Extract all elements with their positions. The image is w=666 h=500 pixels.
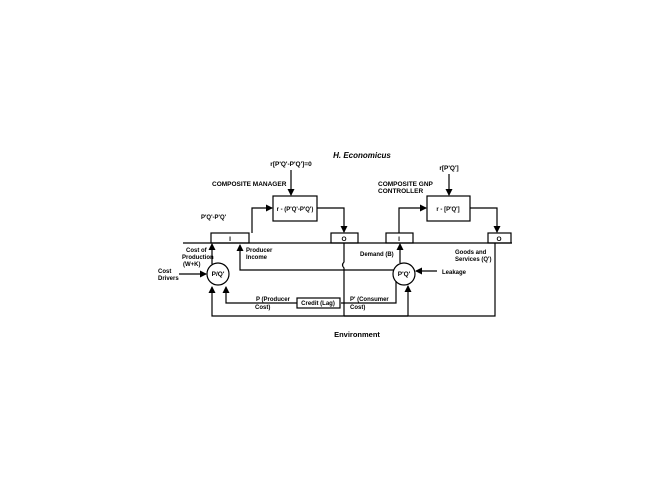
credit-label: Credit (Lag) — [301, 301, 335, 307]
cost-drivers-1: Cost — [158, 269, 171, 275]
producer-cost-2: Cost) — [255, 305, 270, 311]
manager-output-down-line — [341, 243, 345, 316]
leakage-label: Leakage — [442, 270, 467, 276]
producer-income-2: Income — [246, 255, 268, 261]
producer-cost-1: P (Producer — [256, 297, 291, 303]
cost-production-3: (W+K) — [183, 262, 201, 268]
controller-input-box-label: I — [398, 236, 400, 243]
producer-income-1: Producer — [246, 248, 273, 254]
controller-input-arrow — [398, 204, 427, 233]
controller-output-arrow — [470, 207, 501, 233]
goods-services-2: Services (Q') — [455, 257, 491, 263]
controller-output-box-label: O — [496, 236, 501, 243]
controller-box-label: r - [P'Q'] — [436, 207, 459, 213]
left-node-label: P/Q' — [212, 271, 225, 278]
manager-output-arrow — [317, 207, 348, 233]
demand-label: Demand (B) — [360, 252, 394, 258]
controller-box — [426, 195, 471, 222]
manager-output-box-label: O — [341, 236, 346, 243]
cost-production-1: Cost of — [186, 248, 208, 254]
controller-heading-2: CONTROLLER — [378, 188, 423, 195]
manager-box-label: r - (P'Q'-P'Q') — [277, 207, 314, 213]
producer-cost-arrow — [222, 286, 297, 304]
manager-input-label: P'Q'-P'Q' — [201, 215, 227, 221]
cost-drivers-2: Drivers — [158, 276, 179, 282]
right-node-label: P'Q' — [398, 271, 411, 278]
manager-heading: COMPOSITE MANAGER — [212, 181, 287, 188]
producer-income-arrow — [236, 244, 395, 271]
consumer-cost-2: Cost) — [350, 305, 365, 311]
controller-objective: r[P'Q'] — [439, 165, 458, 172]
left-node — [206, 262, 230, 286]
manager-input-box-label: I — [229, 236, 231, 243]
goods-services-1: Goods and — [455, 250, 487, 256]
diagram-title: H. Economicus — [333, 151, 391, 160]
cost-production-2: Production — [182, 255, 214, 261]
manager-input-arrow — [251, 204, 273, 233]
consumer-cost-1: P' (Consumer — [350, 297, 389, 303]
controller-heading-1: COMPOSITE GNP — [378, 181, 434, 188]
manager-objective: r[P'Q'-P'Q']=0 — [270, 161, 312, 168]
consumer-cost-line — [341, 281, 397, 304]
environment-label: Environment — [334, 330, 380, 339]
